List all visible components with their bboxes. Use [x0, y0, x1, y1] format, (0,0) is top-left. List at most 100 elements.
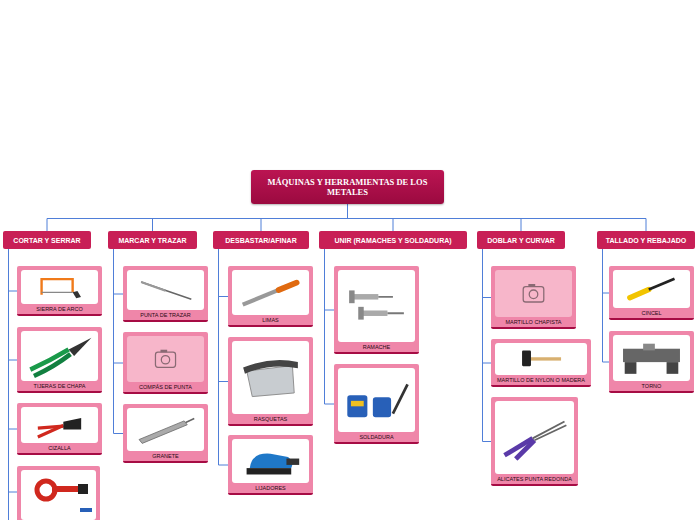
- tool-illustration: [234, 343, 307, 412]
- tool-illustration: [129, 272, 202, 308]
- tool-label: LIMAS: [232, 315, 309, 324]
- tool-card: ALICATES PUNTA REDONDA: [491, 397, 578, 486]
- connector-line: [219, 249, 229, 382]
- connector-line: [219, 249, 229, 465]
- tool-card: COMPÁS DE PUNTA: [123, 332, 208, 394]
- tool-card: MARTILLO DE NYLON O MADERA: [491, 339, 591, 387]
- category-box: UNIR (RAMACHES Y SOLDADURA): [319, 231, 467, 249]
- tool-label: TORNO: [613, 381, 690, 390]
- tool-label: RAMACHE: [338, 342, 415, 351]
- image-placeholder: [495, 270, 572, 317]
- tool-illustration: [23, 333, 96, 379]
- category-box: TALLADO Y REBAJADO: [597, 231, 695, 249]
- tool-image: [21, 470, 96, 520]
- tool-card: SIERRA DE ARCO: [17, 266, 102, 316]
- tool-label: LIJADORES: [232, 483, 309, 492]
- category-label: TALLADO Y REBAJADO: [606, 237, 687, 244]
- connector-line: [483, 249, 492, 298]
- connector-line: [348, 204, 394, 231]
- tool-label: RASQUETAS: [232, 414, 309, 423]
- tool-image: [232, 270, 309, 315]
- connector-line: [114, 249, 124, 294]
- tool-label: CINCEL: [613, 308, 690, 317]
- tool-illustration: [23, 409, 96, 441]
- connector-line: [483, 249, 492, 442]
- tool-illustration: [234, 272, 307, 313]
- tool-illustration: [340, 370, 413, 430]
- tool-label: SOLDADURA: [338, 432, 415, 441]
- tool-card: CIZALLA: [17, 403, 102, 455]
- connector-line: [9, 249, 18, 429]
- tool-image: [21, 407, 98, 443]
- tool-illustration: [23, 272, 96, 302]
- tool-label: TIJERAS DE CHAPA: [21, 381, 98, 390]
- category-label: DOBLAR Y CURVAR: [487, 237, 555, 244]
- tool-image: [338, 368, 415, 432]
- connector-line: [114, 249, 124, 363]
- tool-label: SIERRA DE ARCO: [21, 304, 98, 313]
- tool-card: TIJERAS DE CHAPA: [17, 327, 102, 393]
- connector-line: [9, 249, 18, 360]
- tool-label: PUNTA DE TRAZAR: [127, 310, 204, 319]
- image-placeholder: [127, 336, 204, 382]
- pipe-cutter: [37, 481, 92, 512]
- tool-image: [232, 439, 309, 483]
- tool-illustration: [497, 345, 585, 373]
- tool-illustration: [234, 441, 307, 481]
- tool-illustration: [129, 410, 202, 449]
- tool-image: [613, 335, 690, 381]
- category-box: CORTAR Y SERRAR: [3, 231, 91, 249]
- tool-card: LIMAS: [228, 266, 313, 327]
- tool-card: MARTILLO CHAPISTA: [491, 266, 576, 329]
- category-label: DESBASTAR/AFINAR: [225, 237, 296, 244]
- tool-card: CINCEL: [609, 266, 694, 320]
- tool-illustration: [129, 338, 202, 380]
- tool-card: RAMACHE: [334, 266, 419, 354]
- connector-line: [47, 204, 348, 231]
- tool-label: MARTILLO CHAPISTA: [495, 317, 572, 326]
- tool-card: [17, 466, 100, 520]
- tool-label: COMPÁS DE PUNTA: [127, 382, 204, 391]
- tool-image: [495, 401, 574, 474]
- tool-card: PUNTA DE TRAZAR: [123, 266, 208, 322]
- connector-line: [348, 204, 522, 231]
- connector-line: [9, 249, 18, 291]
- tool-card: GRANETE: [123, 404, 208, 463]
- tool-card: TORNO: [609, 331, 694, 393]
- tool-image: [232, 341, 309, 414]
- connector-line: [261, 204, 348, 231]
- connector-line: [348, 204, 647, 231]
- tool-label: ALICATES PUNTA REDONDA: [495, 474, 574, 483]
- tool-image: [127, 408, 204, 451]
- category-label: CORTAR Y SERRAR: [13, 237, 80, 244]
- tool-image: [127, 270, 204, 310]
- connector-line: [153, 204, 348, 231]
- branch-line: [9, 492, 18, 493]
- title-box: MÁQUINAS Y HERRAMIENTAS DE LOS METALES: [251, 170, 444, 204]
- tool-illustration: [340, 272, 413, 340]
- tool-card: SOLDADURA: [334, 364, 419, 444]
- connector-line: [325, 249, 335, 404]
- tool-illustration: [615, 337, 688, 379]
- connector-line: [114, 249, 124, 434]
- tool-image: [21, 331, 98, 381]
- category-box: DESBASTAR/AFINAR: [213, 231, 309, 249]
- tool-image: [338, 270, 415, 342]
- tool-illustration: [497, 403, 572, 472]
- tool-image: [21, 270, 98, 304]
- tool-image: [495, 343, 587, 375]
- tool-label: CIZALLA: [21, 443, 98, 452]
- tool-illustration: [615, 272, 688, 306]
- tool-label: GRANETE: [127, 451, 204, 460]
- connector-line: [325, 249, 335, 310]
- connector-line: [219, 249, 229, 297]
- category-label: MARCAR Y TRAZAR: [118, 237, 186, 244]
- title-text: MÁQUINAS Y HERRAMIENTAS DE LOS METALES: [265, 177, 430, 197]
- tool-image: [613, 270, 690, 308]
- tool-card: RASQUETAS: [228, 337, 313, 426]
- category-label: UNIR (RAMACHES Y SOLDADURA): [334, 237, 451, 244]
- tool-card: LIJADORES: [228, 435, 313, 495]
- tool-label: MARTILLO DE NYLON O MADERA: [495, 375, 587, 384]
- category-box: MARCAR Y TRAZAR: [108, 231, 197, 249]
